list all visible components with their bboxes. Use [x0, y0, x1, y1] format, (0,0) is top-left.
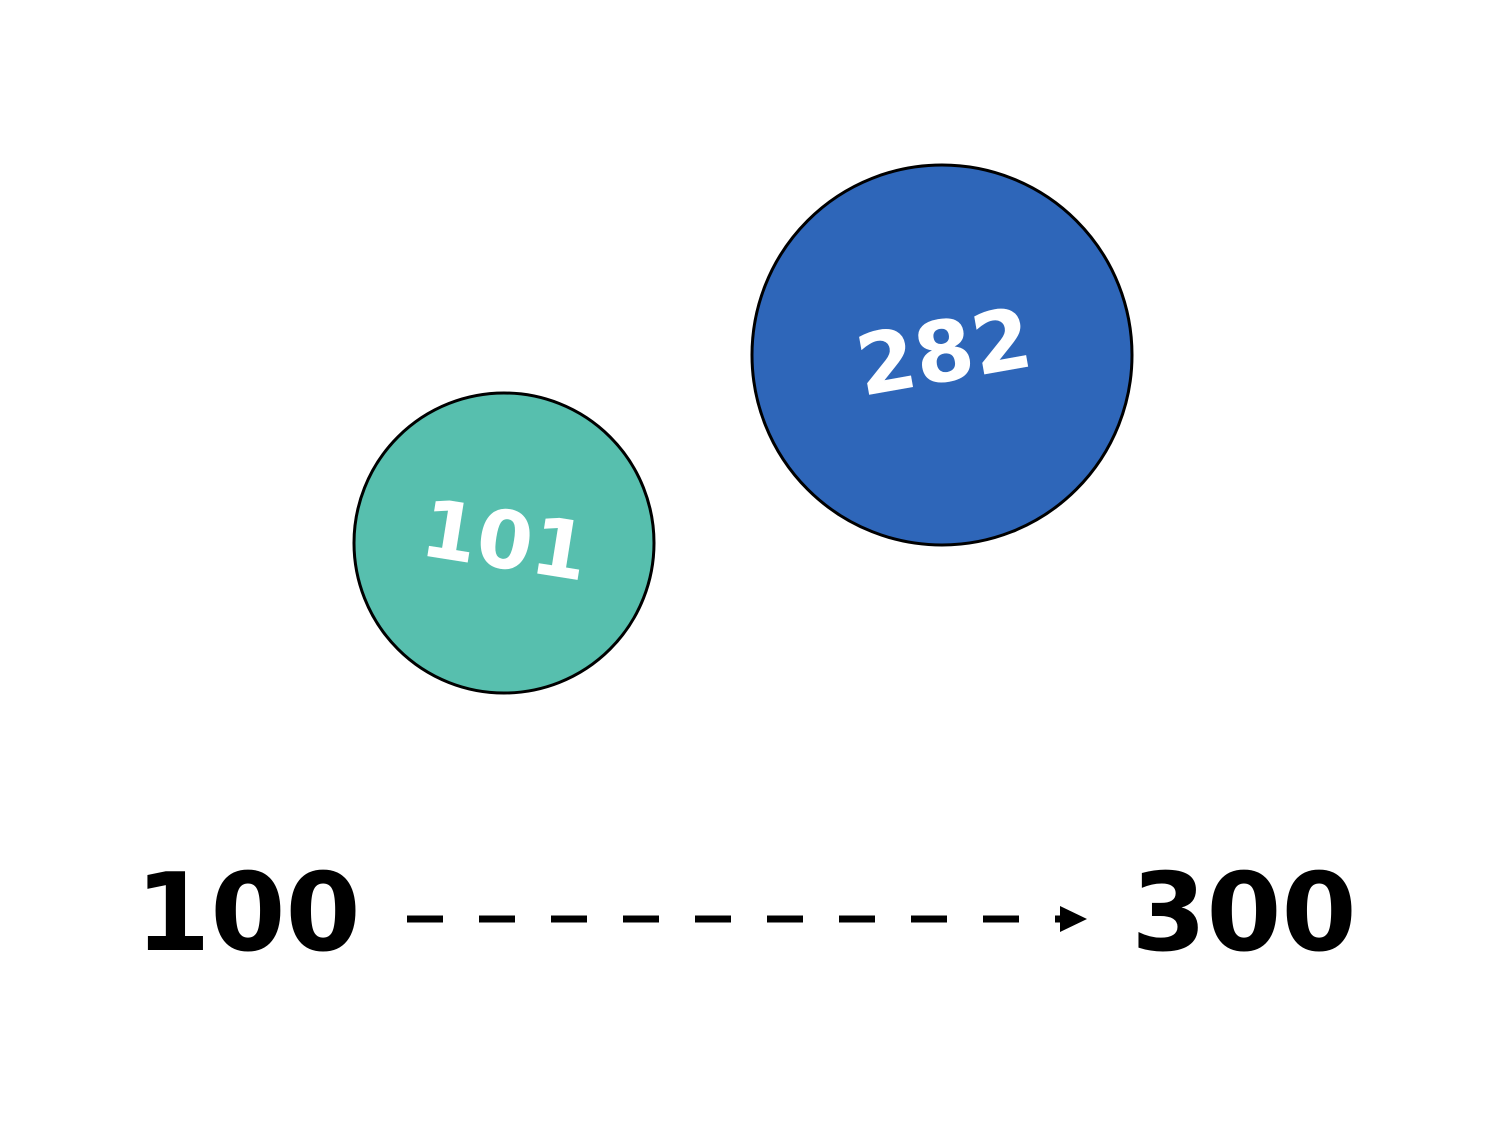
bubble-small-circle	[352, 391, 656, 695]
scale-arrow-head-icon	[1060, 906, 1087, 932]
bubble-large: 282	[750, 163, 1134, 547]
bubble-large-circle	[750, 163, 1134, 547]
scale-end-label: 300	[1131, 851, 1356, 976]
scale-arrow	[407, 906, 1087, 932]
bubble-small: 101	[352, 391, 656, 695]
scale-start-label: 100	[135, 851, 360, 976]
